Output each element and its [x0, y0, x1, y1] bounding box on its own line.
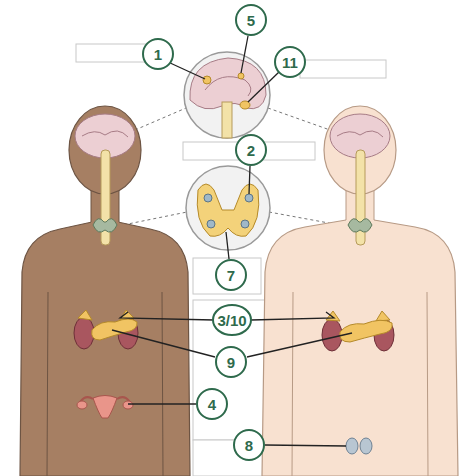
callout-number: 11: [282, 55, 298, 70]
callout-number: 8: [245, 438, 253, 453]
callout-number: 3/10: [217, 313, 246, 328]
callout-circle: 7: [215, 259, 247, 291]
callout-circle: 11: [274, 46, 306, 78]
callout-circle: 1: [142, 38, 174, 70]
callout-number: 1: [154, 47, 162, 62]
thyroid-magnifier: [186, 166, 270, 250]
callout-number: 4: [208, 397, 216, 412]
callout-number: 5: [247, 13, 255, 28]
callout-circle: 8: [233, 429, 265, 461]
callout-circle: 9: [215, 346, 247, 378]
brain-magnifier: [184, 52, 270, 138]
left-figure: [20, 106, 190, 476]
callout-circle: 2: [235, 134, 267, 166]
callout-circle: 5: [235, 4, 267, 36]
callout-number: 9: [227, 355, 235, 370]
callout-circle: 3/10: [212, 304, 252, 336]
leader-lines: [112, 36, 352, 446]
right-figure: [262, 106, 458, 476]
callout-number: 2: [247, 143, 255, 158]
callout-number: 7: [227, 268, 235, 283]
callout-circle: 4: [196, 388, 228, 420]
